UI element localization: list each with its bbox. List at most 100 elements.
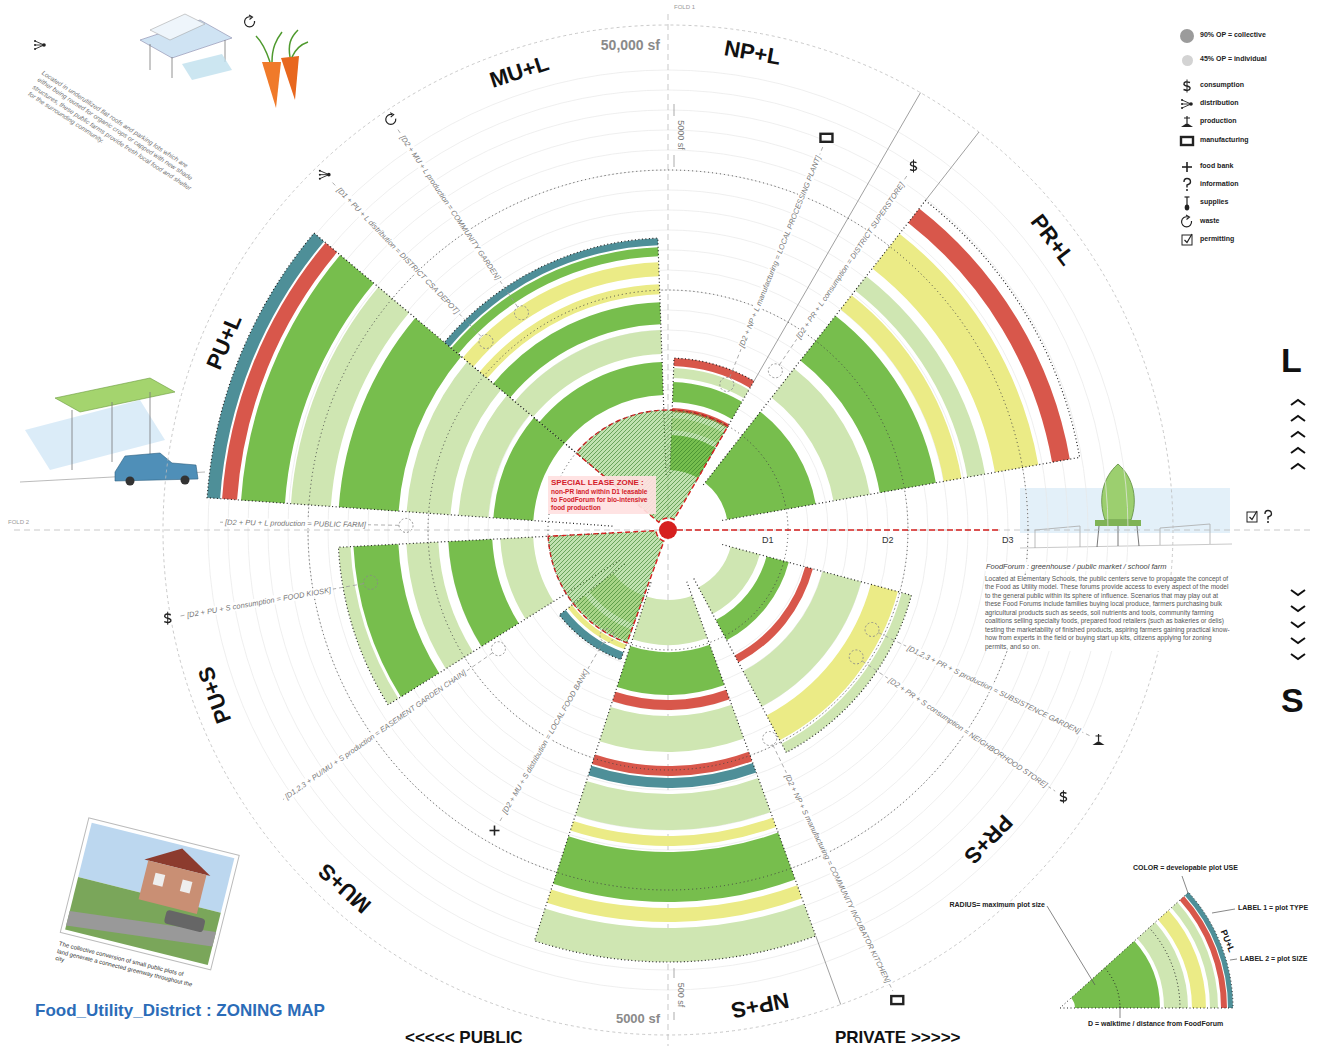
sector-ray: [816, 936, 841, 1005]
supplies-icon: [1185, 196, 1190, 197]
leader-marker: [399, 518, 413, 532]
chevron-down: [1291, 654, 1305, 659]
wheel: [126, 477, 135, 486]
leader-marker: [865, 623, 879, 637]
plot-type-label: NP+S: [728, 988, 793, 1021]
food-bank-icon: [494, 826, 496, 836]
leg: [1137, 526, 1139, 546]
scale-bracket: [674, 155, 675, 167]
key-leader: [1212, 909, 1235, 913]
note-text: Located in underutilized flat roofs and …: [26, 69, 204, 201]
foodforum-center: [659, 521, 677, 539]
waste-icon: [386, 114, 396, 124]
key-leader: [1047, 906, 1095, 985]
leader-label: [D1,2,3 + PU/MU + S production = EASEMEN…: [282, 667, 470, 803]
production-icon: [1098, 734, 1099, 741]
diagram-title: Food_Utility_District : ZONING MAP: [35, 1001, 325, 1021]
consumption-icon: [167, 612, 168, 625]
plot-band: [515, 330, 662, 417]
leg: [1118, 526, 1119, 546]
leader-label: [D2 + MU + S distribution = LOCAL FOOD B…: [499, 666, 592, 817]
chevron-up: [1291, 448, 1305, 453]
legend-label: consumption: [1200, 81, 1244, 89]
leader-label: [D1,2,3 + PR + S production = SUBSISTENC…: [904, 642, 1084, 736]
consumption-icon: [913, 160, 914, 173]
distribution-icon: [34, 44, 36, 46]
chevron-up: [1291, 416, 1305, 421]
key-label: RADIUS= maximum plot size: [945, 901, 1045, 909]
key-plot-type: PU+L: [1218, 928, 1236, 953]
key-walktime: [1149, 928, 1180, 1008]
post: [172, 57, 173, 78]
ground-plane: [182, 54, 232, 80]
key-label: LABEL 2 = plot SIZE: [1240, 955, 1307, 963]
leader-marker: [514, 306, 528, 320]
leader-label: [D2 + PU + L production = PUBLIC FARM]: [223, 518, 368, 530]
carrot: [281, 56, 299, 100]
chevron-up: [1291, 432, 1305, 437]
leader-label: [D2 + PU + S consumption = FOOD KIOSK]: [185, 585, 334, 620]
distribution-icon: [319, 174, 321, 176]
foodforum-text: Located at Elementary Schools, the publi…: [985, 575, 1235, 651]
outer-ring: [163, 25, 1173, 1035]
scale-bracket: [674, 968, 675, 978]
distribution-icon: [1182, 104, 1191, 108]
distribution-icon: [35, 45, 44, 49]
roof: [55, 378, 175, 412]
scale-label: 5000 sf: [676, 120, 686, 150]
fold-mark: FOLD 2: [8, 519, 29, 525]
chevron-up: [1291, 464, 1305, 469]
lease-zone-fill: [548, 531, 664, 643]
plot-band: [632, 596, 707, 645]
plot-type-label: MU+L: [485, 51, 553, 92]
legend-label: waste: [1200, 217, 1219, 225]
key-label: COLOR = developable plot USE: [1133, 864, 1238, 872]
plot-band: [353, 544, 439, 697]
consumption-icon: [1063, 790, 1064, 803]
leader-line: [773, 745, 893, 991]
distribution-icon: [320, 175, 329, 179]
distribution-icon: [34, 40, 36, 42]
legend-label: information: [1200, 180, 1239, 188]
plot-band: [612, 690, 729, 710]
post: [150, 44, 151, 70]
ring-label: D3: [1002, 535, 1014, 545]
distribution-icon: [319, 170, 321, 172]
information-icon: [1184, 179, 1191, 188]
waste-icon: [390, 113, 394, 118]
roof-plane: [150, 14, 205, 40]
leg: [1097, 526, 1099, 547]
scale-label: 50,000 sf: [540, 37, 660, 53]
information-icon: [1267, 521, 1269, 523]
leader-line: [862, 661, 1055, 791]
building: [1035, 526, 1080, 548]
scale-label: 500 sf: [676, 983, 686, 1008]
food-bank-icon: [1186, 162, 1188, 172]
manufacturing-icon: [820, 134, 832, 142]
ring-label: D2: [882, 535, 894, 545]
plot-type-label: PU+L: [202, 309, 246, 374]
leader-marker: [849, 650, 863, 664]
key-leader: [1120, 1006, 1121, 1018]
plot-band: [673, 368, 749, 398]
carrot: [262, 62, 281, 108]
key-leader: [1230, 959, 1237, 960]
leader-line: [332, 182, 481, 337]
plot-type-label: PU+S: [194, 662, 236, 728]
plot-band: [674, 358, 754, 388]
plot-type-label: PR+S: [959, 809, 1018, 869]
distribution-icon: [1181, 103, 1183, 105]
fold-mark: FOLD 1: [674, 4, 695, 10]
lease-zone-outline: [548, 531, 664, 643]
leader-label: [D2 + PR + L consumption = DISTRICT SUPE…: [793, 179, 907, 342]
waste-icon: [1182, 217, 1192, 227]
scale-letter: L: [1281, 343, 1302, 377]
distribution-icon: [1181, 99, 1183, 101]
sector-outline: [535, 582, 816, 962]
key-walktime: [1105, 968, 1120, 1008]
plot-band: [338, 547, 398, 705]
chevron-down: [1291, 638, 1305, 643]
waste-icon: [249, 15, 253, 20]
